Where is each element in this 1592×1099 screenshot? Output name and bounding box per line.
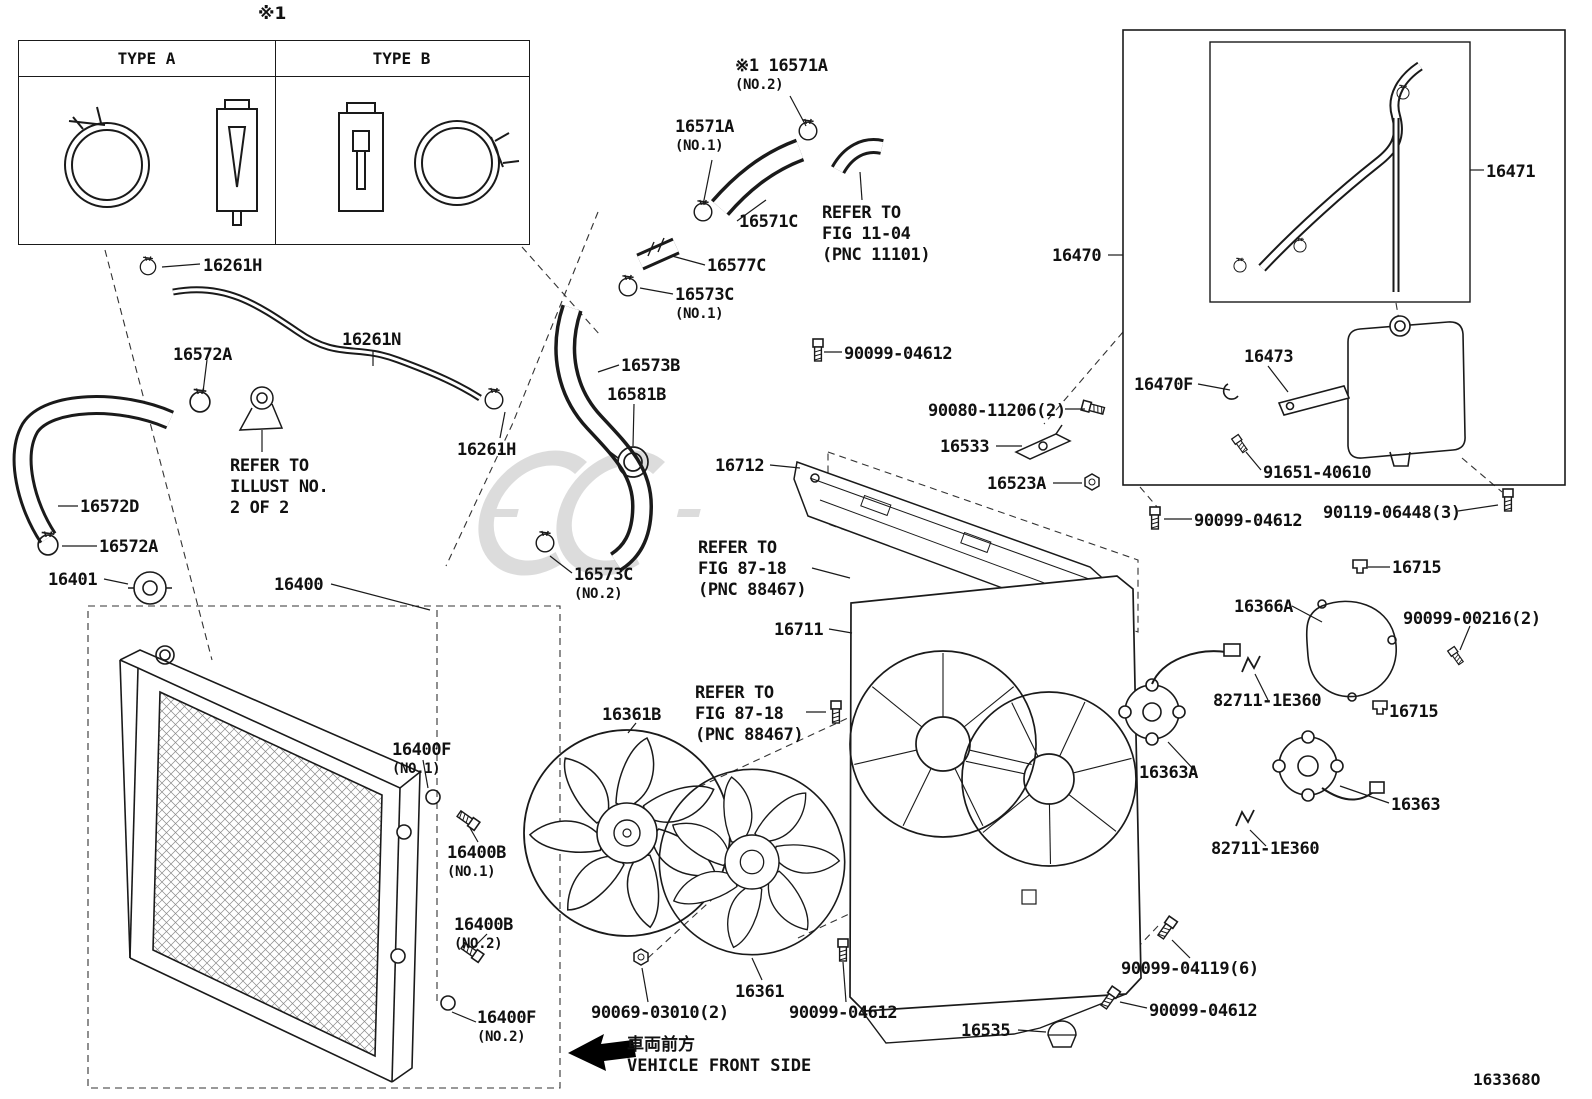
fan-shroud-drawing bbox=[849, 575, 1142, 1044]
inset-divider bbox=[275, 41, 276, 244]
motor-cover-16366a-drawing bbox=[1306, 599, 1398, 702]
label-16572a-2: 16572A bbox=[99, 537, 159, 557]
label-16712: 16712 bbox=[715, 456, 765, 476]
radiator-drawing bbox=[119, 645, 421, 1083]
vehicle-front-label-jp: 車両前方 bbox=[627, 1035, 695, 1055]
label-16711: 16711 bbox=[774, 620, 824, 640]
label-82711-1e360-2: 82711-1E360 bbox=[1213, 691, 1322, 711]
label-16473: 16473 bbox=[1244, 347, 1294, 367]
label-16572a-1: 16572A bbox=[173, 345, 233, 365]
hose-clamp-ring-type-a-icon bbox=[64, 106, 150, 208]
label-16573c-no2: 16573C(NO.2) bbox=[574, 565, 634, 602]
type-b-header: TYPE B bbox=[372, 49, 431, 68]
hose-clamp-ring-type-b-icon bbox=[414, 120, 520, 206]
label-16361b: 16361B bbox=[602, 705, 662, 725]
label-90099-04612-2: 90099-04612 bbox=[1194, 511, 1303, 531]
label-90099-04612-4: 90099-04612 bbox=[1149, 1001, 1258, 1021]
label-91651-40610: 91651-40610 bbox=[1263, 463, 1372, 483]
label-16400: 16400 bbox=[274, 575, 324, 595]
hose-16572d-drawing bbox=[12, 395, 175, 544]
label-16400f-no1: 16400F(NO.1) bbox=[392, 740, 452, 777]
label-16571a-no2: ※1 16571A(NO.2) bbox=[735, 56, 828, 93]
label-16573c-no1: 16573C(NO.1) bbox=[675, 285, 735, 322]
radiator-cap-drawing bbox=[128, 571, 172, 605]
water-bypass-hose-drawing bbox=[1233, 61, 1423, 292]
label-16261h-1: 16261H bbox=[203, 256, 263, 276]
label-90080-11206: 90080-11206(2) bbox=[928, 401, 1066, 421]
label-16261n: 16261N bbox=[342, 330, 402, 350]
label-16470f: 16470F bbox=[1134, 375, 1194, 395]
label-82711-1e360-1: 82711-1E360 bbox=[1211, 839, 1320, 859]
spring-clamp-type-b-icon bbox=[338, 102, 384, 212]
label-90099-04119: 90099-04119(6) bbox=[1121, 959, 1259, 979]
watermark-logo bbox=[478, 450, 701, 576]
label-16470: 16470 bbox=[1052, 246, 1102, 266]
support-bracket-16533-drawing bbox=[1014, 424, 1072, 460]
label-16581b: 16581B bbox=[607, 385, 667, 405]
vehicle-front-label-en: VEHICLE FRONT SIDE bbox=[627, 1056, 812, 1076]
label-16715-2: 16715 bbox=[1389, 702, 1439, 722]
label-16361: 16361 bbox=[735, 982, 785, 1002]
hose-16573b-drawing bbox=[554, 304, 654, 572]
water-inlet-housing-drawing bbox=[238, 386, 284, 431]
clamp-type-inset: TYPE A TYPE B bbox=[18, 40, 530, 245]
label-16577c: 16577C bbox=[707, 256, 767, 276]
pipe-16261n-drawing bbox=[172, 286, 482, 401]
label-90099-04612-3: 90099-04612 bbox=[789, 1003, 898, 1023]
label-16523a: 16523A bbox=[987, 474, 1047, 494]
label-16571c: 16571C bbox=[739, 212, 799, 232]
label-16400b-no1: 16400B(NO.1) bbox=[447, 843, 507, 880]
label-16573b: 16573B bbox=[621, 356, 681, 376]
inset-art bbox=[64, 99, 520, 226]
vehicle-front-arrow bbox=[568, 1034, 636, 1071]
hose-to-fig11-04-drawing bbox=[831, 138, 884, 175]
label-90099-00216: 90099-00216(2) bbox=[1403, 609, 1541, 629]
label-16400f-no2: 16400F(NO.2) bbox=[477, 1008, 537, 1045]
label-90099-04612-1: 90099-04612 bbox=[844, 344, 953, 364]
label-16715-1: 16715 bbox=[1392, 558, 1442, 578]
label-16533: 16533 bbox=[940, 437, 990, 457]
leader-lines bbox=[58, 95, 1499, 1033]
hose-assembly-boxes bbox=[1122, 29, 1566, 486]
wire-clamp-82711-2-drawing bbox=[1241, 655, 1261, 673]
wire-clamp-82711-1-drawing bbox=[1235, 809, 1255, 827]
label-16572d: 16572D bbox=[80, 497, 140, 517]
label-16471: 16471 bbox=[1486, 162, 1536, 182]
spring-clamp-type-a-icon bbox=[216, 99, 258, 226]
label-16571a-no1: 16571A(NO.1) bbox=[675, 117, 735, 154]
pipe-16577c-drawing bbox=[636, 237, 680, 271]
fan-motor-16363-drawing bbox=[1272, 730, 1385, 802]
label-16400b-no2: 16400B(NO.2) bbox=[454, 915, 514, 952]
label-16535: 16535 bbox=[961, 1021, 1011, 1041]
reservoir-tank-drawing bbox=[1222, 315, 1466, 467]
ring-16581b-drawing bbox=[609, 446, 649, 478]
label-16363a: 16363A bbox=[1139, 763, 1199, 783]
label-16261h-2: 16261H bbox=[457, 440, 517, 460]
label-90069-03010: 90069-03010(2) bbox=[591, 1003, 729, 1023]
drawing-number: 163368O bbox=[1473, 1070, 1541, 1089]
footnote-mark: ※1 bbox=[258, 4, 287, 24]
label-16401: 16401 bbox=[48, 570, 98, 590]
cooling-fan-2-drawing bbox=[658, 768, 846, 956]
fan-motor-16363a-drawing bbox=[1118, 643, 1241, 746]
hose-16571c-drawing bbox=[710, 138, 805, 216]
label-90119-06448: 90119-06448(3) bbox=[1323, 503, 1461, 523]
label-16363: 16363 bbox=[1391, 795, 1441, 815]
label-16366a: 16366A bbox=[1234, 597, 1294, 617]
shroud-grommet-drawing bbox=[1047, 1020, 1077, 1048]
type-a-header: TYPE A bbox=[117, 49, 176, 68]
